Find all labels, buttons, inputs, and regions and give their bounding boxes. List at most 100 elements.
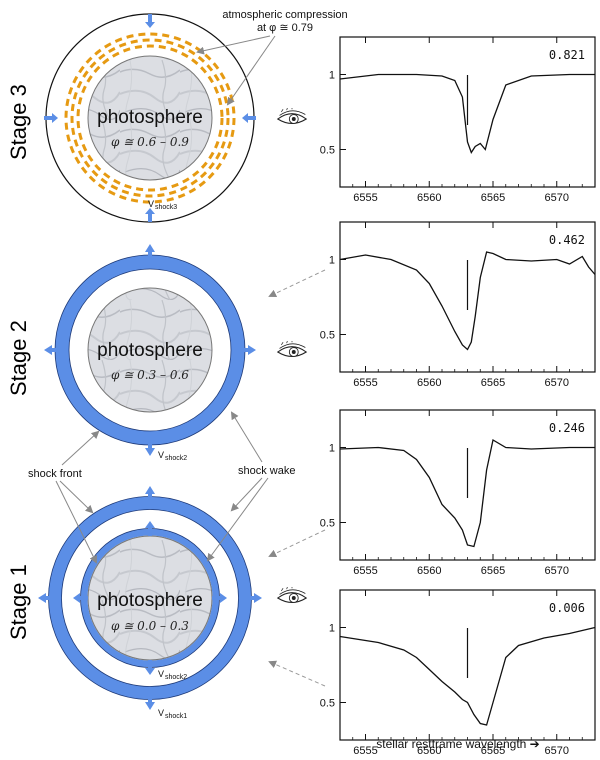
eye-icon (277, 108, 307, 124)
compression-pointer-1 (196, 35, 271, 55)
stage1-phase-label: φ ≅ 0.0 – 0.3 (111, 619, 189, 633)
stage1-dashed-sightline-a (268, 529, 326, 558)
x-tick-label: 6570 (545, 377, 569, 389)
stage2-group: Stage 2 photosphere φ ≅ 0.3 – 0.6 V shoc… (6, 244, 326, 462)
stage1-outer-arrow-right (244, 593, 262, 603)
x-tick-label: 6560 (417, 192, 441, 204)
eye-icon (277, 341, 307, 357)
stage3-velocity-v: V (148, 199, 154, 209)
spectrum-panel-3: 6555 6560 6565 6570 0.5 1 0.246 (320, 409, 596, 577)
stage1-outer-arrow-bottom (145, 692, 155, 710)
stage1-velocity-outer-sub: shock1 (165, 713, 187, 720)
y-tick-label: 0.5 (320, 518, 335, 530)
y-tick-label: 0.5 (320, 145, 335, 157)
stage3-compression-ring-mid (70, 38, 230, 198)
compression-pointer-2 (226, 35, 276, 106)
stage2-phase-label: φ ≅ 0.3 – 0.6 (111, 368, 189, 382)
shock-wake-pointer-1 (230, 411, 263, 463)
x-tick-label: 6555 (353, 565, 377, 577)
x-tick-label: 6570 (545, 192, 569, 204)
stage2-photosphere (87, 287, 213, 413)
shock-wake-pointer-3 (206, 477, 269, 562)
spectrum-line (339, 438, 595, 548)
y-tick-label: 1 (329, 255, 335, 267)
y-tick-label: 0.5 (320, 330, 335, 342)
x-tick-label: 6565 (481, 745, 505, 757)
x-tick-label: 6565 (481, 565, 505, 577)
stage1-dashed-sightline-b (268, 660, 326, 687)
stage3-arrow-right (242, 113, 256, 123)
phase-value-label: 0.462 (549, 233, 585, 247)
spectrum-line (339, 626, 596, 726)
stage3-group: Stage 3 photosphere φ ≅ 0.6 – 0.9 V shoc… (6, 9, 348, 223)
spectrum-panel-1: 6555 6560 6565 6570 0.5 1 0.821 (320, 36, 596, 204)
stage1-velocity-inner-v: V (158, 669, 164, 679)
stage2-dashed-sightline (268, 269, 326, 298)
x-tick-label: 6560 (417, 745, 441, 757)
stage1-inner-arrow-left (73, 593, 88, 603)
stage3-arrow-bottom (145, 208, 155, 222)
shock-wake-pointer-2 (230, 477, 263, 512)
stage1-velocity-inner-sub: shock2 (165, 674, 187, 681)
shock-front-pointer-2 (59, 480, 94, 514)
shock-annotations: shock front shock wake (28, 411, 295, 564)
shock-front-pointer-3 (55, 480, 97, 564)
stage3-arrow-top (145, 14, 155, 28)
stage2-shell-outline-inner (68, 268, 232, 432)
stage1-outer-arrow-left (38, 593, 56, 603)
x-tick-label: 6555 (353, 377, 377, 389)
x-tick-label: 6570 (545, 745, 569, 757)
y-tick-label: 1 (329, 70, 335, 82)
phase-value-label: 0.246 (549, 421, 585, 435)
stage2-photosphere-label: photosphere (97, 340, 203, 361)
stage1-velocity-outer-label: V shock1 (158, 708, 187, 720)
stage2-label: Stage 2 (6, 320, 31, 396)
stage3-photosphere-label: photosphere (97, 107, 203, 128)
stage1-inner-arrow-bottom (145, 660, 155, 675)
y-tick-label: 1 (329, 443, 335, 455)
y-tick-label: 0.5 (320, 698, 335, 710)
spectrum-line (339, 251, 596, 351)
stage2-arrow-left (44, 345, 62, 355)
x-tick-label: 6570 (545, 565, 569, 577)
stage2-velocity-label: V shock2 (158, 450, 187, 462)
stage3-arrow-left (44, 113, 58, 123)
stage1-group: Stage 1 photosphere φ ≅ 0.0 – 0.3 V shoc… (6, 486, 326, 720)
x-axis-label: stellar restframe wavelength ➔ (376, 737, 539, 751)
stage2-arrow-bottom (145, 438, 155, 456)
stage3-label: Stage 3 (6, 84, 31, 160)
stage3-velocity-sub: shock3 (155, 204, 177, 211)
stage1-photosphere-label: photosphere (97, 590, 203, 611)
shock-front-label: shock front (28, 468, 82, 480)
x-tick-label: 6555 (353, 192, 377, 204)
x-tick-label: 6565 (481, 377, 505, 389)
stage1-label: Stage 1 (6, 564, 31, 640)
stage1-velocity-inner-label: V shock2 (158, 669, 187, 681)
phase-value-label: 0.821 (549, 48, 585, 62)
compression-annotation-line1: atmospheric compression (222, 9, 347, 21)
shock-wake-label: shock wake (238, 465, 295, 477)
compression-annotation-line2: at φ ≅ 0.79 (257, 22, 313, 34)
stage2-velocity-v: V (158, 450, 164, 460)
x-tick-label: 6555 (353, 745, 377, 757)
shock-front-pointer-1 (61, 430, 100, 466)
stage2-arrow-right (238, 345, 256, 355)
stage2-arrow-top (145, 244, 155, 262)
y-tick-label: 1 (329, 623, 335, 635)
stage3-compression-ring-inner (76, 44, 224, 192)
x-tick-label: 6560 (417, 565, 441, 577)
x-tick-label: 6565 (481, 192, 505, 204)
spectrum-panel-4: 6555 6560 6565 6570 0.5 1 0.006 (320, 589, 596, 757)
eye-icon (277, 587, 307, 603)
stage1-inner-arrow-top (145, 521, 155, 536)
spectrum-line (339, 73, 595, 154)
stage1-outer-outline-b (61, 509, 239, 687)
stage1-outer-arrow-top (145, 486, 155, 504)
spectra-panels: 6555 6560 6565 6570 0.5 1 0.821 6555 6560 6565 657… (320, 36, 596, 757)
stage1-velocity-outer-v: V (158, 708, 164, 718)
phase-value-label: 0.006 (549, 601, 585, 615)
stage3-phase-label: φ ≅ 0.6 – 0.9 (111, 135, 189, 149)
stage3-photosphere (87, 55, 213, 181)
